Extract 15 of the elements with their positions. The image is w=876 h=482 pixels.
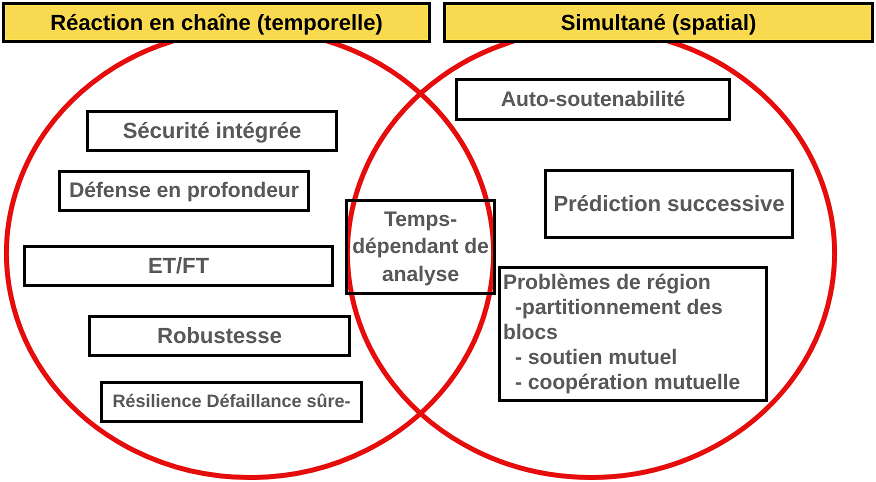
concept-box: Résilience Défaillance sûre- <box>100 381 363 423</box>
box-heading: Problèmes de région <box>503 270 712 295</box>
concept-box: Robustesse <box>88 315 351 357</box>
list-item: -partitionnement des blocs <box>503 295 724 345</box>
concept-box: Sécurité intégrée <box>86 110 338 152</box>
list-item: - soutien mutuel <box>514 345 678 370</box>
concept-box <box>498 266 768 402</box>
concept-box: Défense en profondeur <box>58 170 310 212</box>
list-item: - coopération mutuelle <box>514 370 742 395</box>
concept-box: Auto-soutenabilité <box>455 78 731 121</box>
concept-box: Prédiction successive <box>544 169 794 239</box>
category-banner: Réaction en chaîne (temporelle) <box>2 2 431 43</box>
concept-box: Temps- dépendant de analyse <box>345 199 496 295</box>
category-banner: Simultané (spatial) <box>443 2 874 43</box>
concept-box: ET/FT <box>23 245 334 287</box>
